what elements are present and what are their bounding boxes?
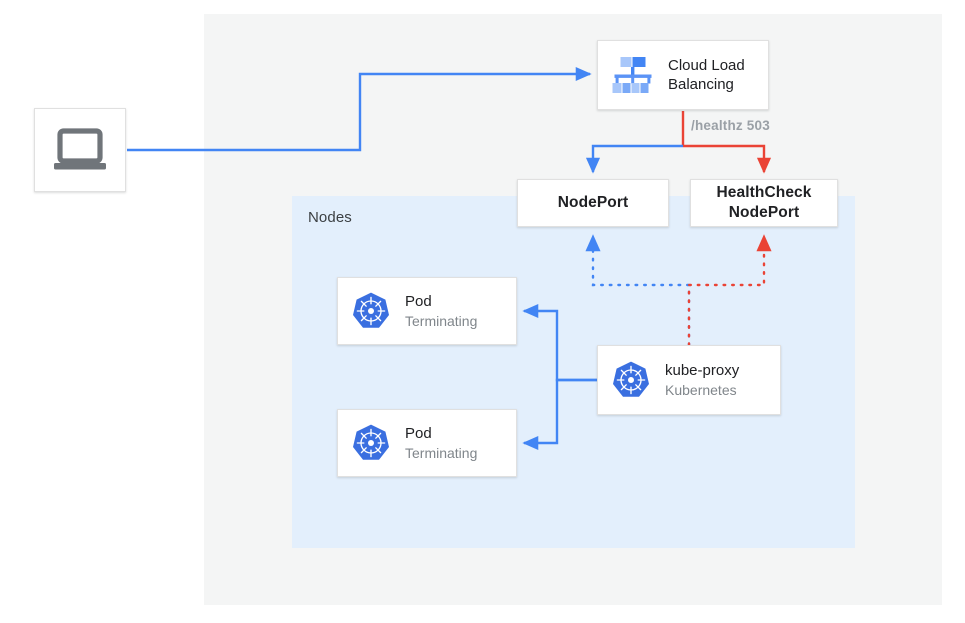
- clb-title-line1: Cloud Load: [668, 56, 745, 74]
- nodeport-label: NodePort: [557, 194, 629, 212]
- pod-1-title: Pod: [405, 293, 432, 311]
- kubernetes-icon: [353, 424, 389, 460]
- kube-proxy-title: kube-proxy: [665, 362, 740, 380]
- cloud-load-balancing-node[interactable]: Cloud Load Balancing: [597, 40, 769, 110]
- kube-proxy-labels: kube-proxy Kubernetes: [665, 361, 739, 398]
- kube-proxy-node[interactable]: kube-proxy Kubernetes: [597, 345, 781, 415]
- kube-proxy-subtitle: Kubernetes: [665, 381, 737, 398]
- pod-2-labels: Pod Terminating: [405, 424, 477, 461]
- cloud-load-balancing-icon: [612, 57, 652, 93]
- kubernetes-icon: [353, 292, 389, 328]
- pod-1-labels: Pod Terminating: [405, 292, 477, 329]
- pod-2-status: Terminating: [405, 444, 478, 461]
- clb-title-line2: Balancing: [668, 76, 734, 93]
- healthcheck-nodeport-labels: HealthCheck NodePort: [717, 183, 812, 223]
- clb-labels: Cloud Load Balancing: [668, 56, 745, 94]
- laptop-icon: [54, 128, 106, 170]
- healthcheck-nodeport-label-line1: HealthCheck: [716, 184, 812, 202]
- healthcheck-nodeport-node[interactable]: HealthCheck NodePort: [690, 179, 838, 227]
- nodes-region-label: Nodes: [308, 209, 352, 226]
- client-laptop-node[interactable]: [34, 108, 126, 192]
- healthz-edge-label: /healthz 503: [691, 118, 770, 133]
- pod-2-title: Pod: [405, 425, 432, 443]
- healthcheck-nodeport-label-line2: NodePort: [728, 204, 800, 221]
- nodeport-node[interactable]: NodePort: [517, 179, 669, 227]
- pod-node-1[interactable]: Pod Terminating: [337, 277, 517, 345]
- pod-1-status: Terminating: [405, 312, 478, 329]
- kubernetes-icon: [613, 361, 649, 397]
- pod-node-2[interactable]: Pod Terminating: [337, 409, 517, 477]
